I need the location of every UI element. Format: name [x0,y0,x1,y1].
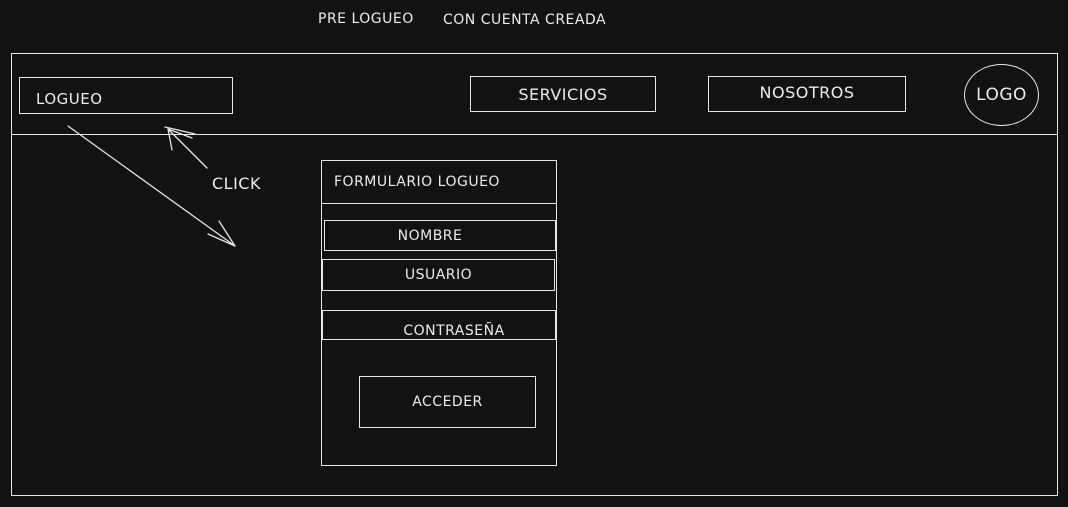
password-field-label: CONTRASEÑA [403,323,505,339]
services-nav-button[interactable]: SERVICIOS [470,76,656,112]
arrow-to-form [67,125,236,247]
form-header-label: FORMULARIO LOGUEO [334,174,500,190]
page-caption-account-created: CON CUENTA CREADA [443,12,607,28]
wireframe-frame [11,53,1058,496]
submit-button-label: ACCEDER [412,394,483,410]
logo-label: LOGO [976,85,1027,105]
password-field[interactable]: CONTRASEÑA [322,310,556,340]
about-nav-button[interactable]: NOSOTROS [708,76,906,112]
submit-button[interactable]: ACCEDER [359,376,536,428]
arrow-click-head [167,128,193,151]
name-field[interactable]: NOMBRE [324,220,556,251]
navbar-divider [11,134,1058,135]
click-annotation: CLICK [212,174,261,193]
about-nav-label: NOSOTROS [759,83,855,102]
arrow-to-form-head [207,220,236,247]
form-header: FORMULARIO LOGUEO [321,160,557,204]
arrow-click-head-stroke [164,126,196,135]
user-field[interactable]: USUARIO [322,259,555,291]
login-nav-label: LOGUEO [36,89,103,108]
name-field-label: NOMBRE [397,227,463,244]
page-caption-pre-login: PRE LOGUEO [318,11,414,27]
arrow-click-line [167,128,208,169]
services-nav-label: SERVICIOS [518,84,608,104]
login-nav-box[interactable]: LOGUEO [19,77,233,114]
user-field-label: USUARIO [404,267,473,283]
logo[interactable]: LOGO [964,64,1039,126]
